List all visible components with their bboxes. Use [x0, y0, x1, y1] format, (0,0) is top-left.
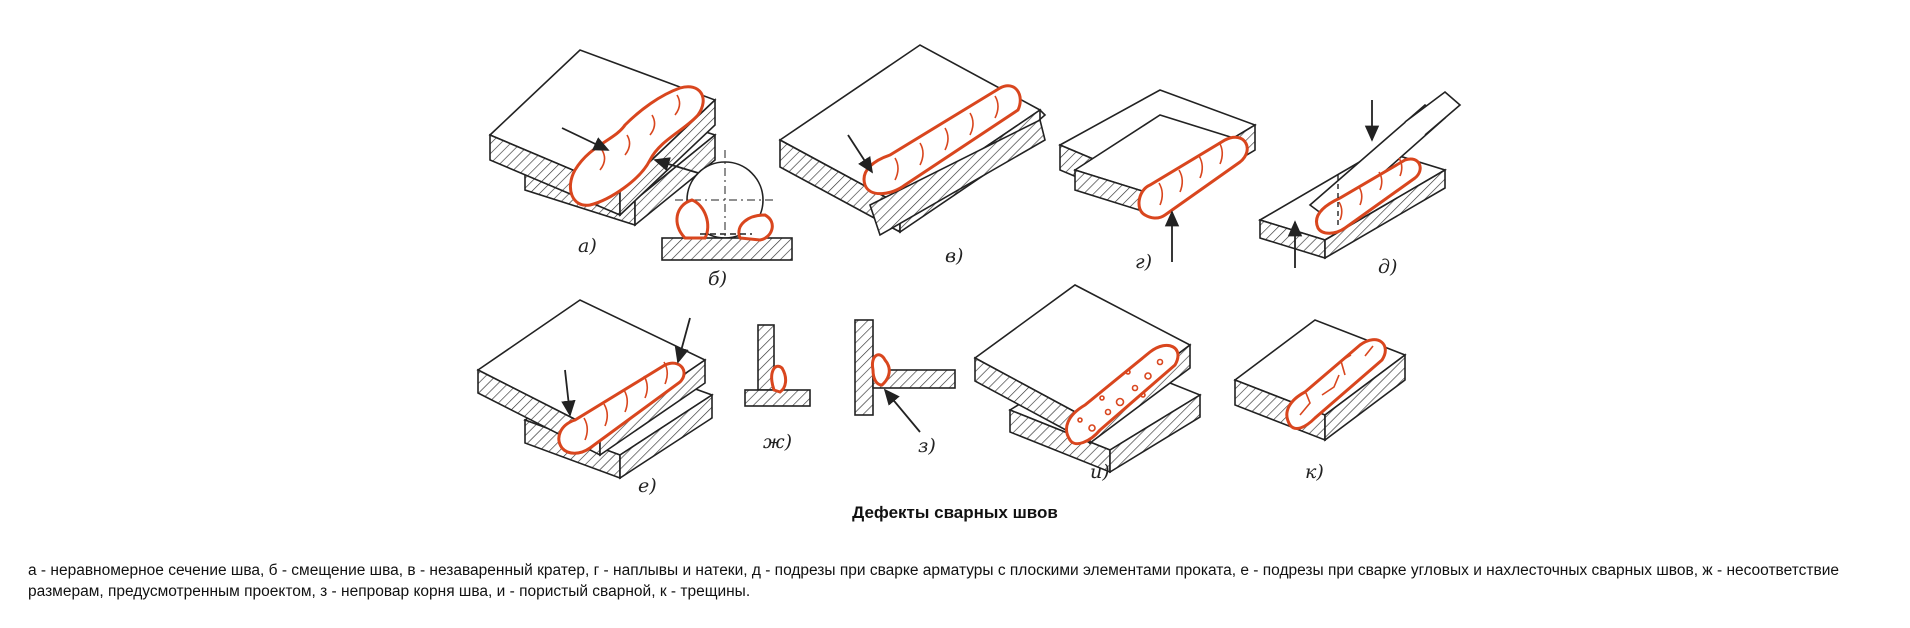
label-i: и) [1090, 461, 1110, 483]
panel-v-unwelded-crater: в) [778, 44, 1047, 267]
panel-g-sagging: г) [1058, 89, 1257, 273]
panel-d-undercut-rebar: д) [1258, 90, 1462, 278]
panel-i-porous: и) [973, 284, 1202, 483]
weld-defects-figure: a) б) в) г) [476, 44, 1462, 497]
label-g: г) [1135, 251, 1152, 273]
label-a: a) [578, 235, 597, 257]
label-b: б) [708, 268, 727, 290]
panel-b-seam-offset: б) [661, 150, 793, 290]
panel-zh-size-mismatch: ж) [744, 324, 811, 453]
figure-caption: а - неравномерное сечение шва, б - смеще… [28, 562, 1840, 600]
figure-title: Дефекты сварных швов [852, 503, 1058, 522]
panel-e-undercut-fillet: е) [476, 299, 714, 497]
label-e: е) [638, 475, 657, 497]
label-k: к) [1305, 461, 1324, 483]
panel-a-uneven-section: a) [488, 49, 717, 257]
label-d: д) [1378, 256, 1397, 278]
label-zh: ж) [763, 431, 792, 453]
panel-k-cracks: к) [1233, 319, 1407, 483]
panel-z-lack-of-penetration: з) [854, 319, 956, 457]
label-z: з) [918, 435, 936, 457]
label-v: в) [945, 245, 963, 267]
